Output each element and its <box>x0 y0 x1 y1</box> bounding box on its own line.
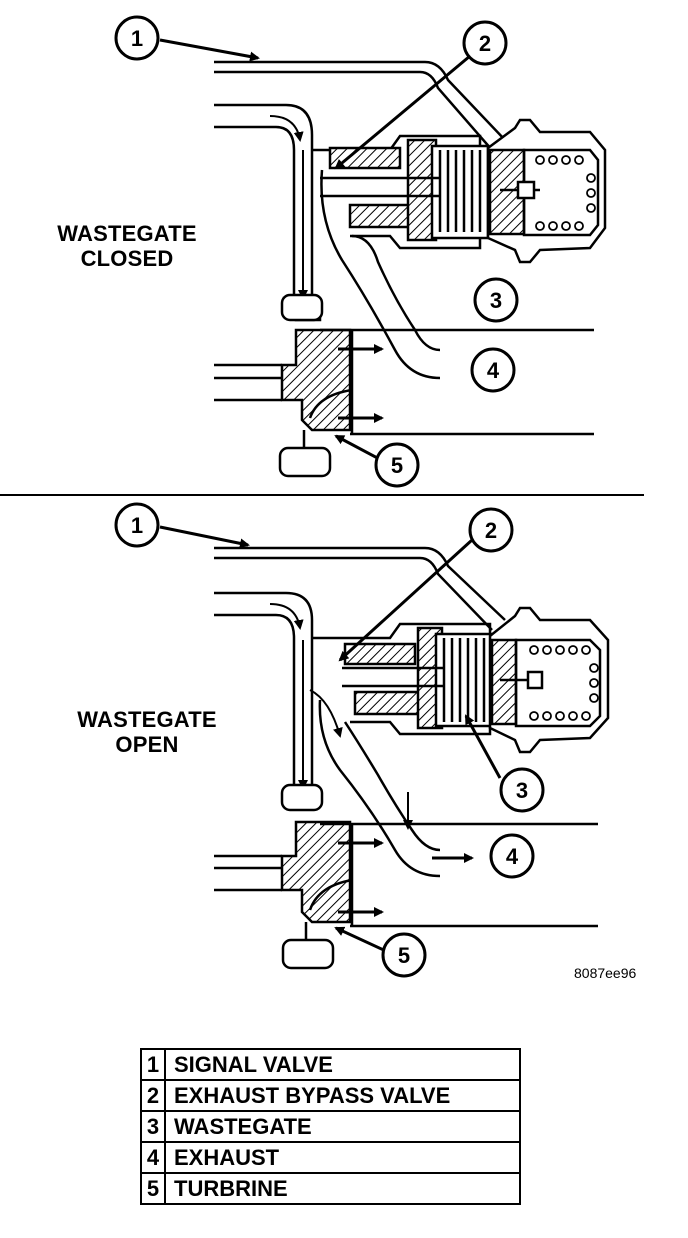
callout-2-closed: 2 <box>462 20 508 66</box>
legend-number: 4 <box>140 1141 166 1174</box>
legend-row: 1 SIGNAL VALVE <box>140 1048 521 1081</box>
wastegate-open-diagram <box>159 525 610 970</box>
legend-table: 1 SIGNAL VALVE 2 EXHAUST BYPASS VALVE 3 … <box>140 1048 521 1205</box>
callout-5-closed: 5 <box>374 442 420 488</box>
svg-text:5: 5 <box>398 943 410 968</box>
callout-3-closed: 3 <box>473 277 519 323</box>
callout-5-open: 5 <box>381 932 427 978</box>
legend-number: 3 <box>140 1110 166 1143</box>
svg-text:3: 3 <box>516 778 528 803</box>
svg-text:4: 4 <box>506 844 519 869</box>
svg-text:2: 2 <box>485 518 497 543</box>
legend-label: WASTEGATE <box>164 1110 521 1143</box>
callout-1-closed: 1 <box>114 15 160 61</box>
figure-id: 8087ee96 <box>574 965 637 981</box>
callout-4-open: 4 <box>489 833 535 879</box>
state-label-open: WASTEGATE OPEN <box>40 707 254 757</box>
callout-3-open: 3 <box>499 767 545 813</box>
svg-text:5: 5 <box>391 453 403 478</box>
svg-text:3: 3 <box>490 288 502 313</box>
legend-number: 2 <box>140 1079 166 1112</box>
svg-text:1: 1 <box>131 513 143 538</box>
state-label-open-line2: OPEN <box>115 732 179 757</box>
callout-2-open: 2 <box>468 507 514 553</box>
legend-label: SIGNAL VALVE <box>164 1048 521 1081</box>
state-label-closed: WASTEGATE CLOSED <box>20 221 234 271</box>
state-label-closed-line1: WASTEGATE <box>57 221 197 246</box>
legend-label: TURBRINE <box>164 1172 521 1205</box>
svg-text:4: 4 <box>487 358 500 383</box>
state-label-closed-line2: CLOSED <box>80 246 174 271</box>
state-label-open-line1: WASTEGATE <box>77 707 217 732</box>
callout-4-closed: 4 <box>470 347 516 393</box>
svg-text:2: 2 <box>479 31 491 56</box>
legend-row: 4 EXHAUST <box>140 1141 521 1174</box>
legend-label: EXHAUST <box>164 1141 521 1174</box>
legend-label: EXHAUST BYPASS VALVE <box>164 1079 521 1112</box>
legend-row: 5 TURBRINE <box>140 1172 521 1205</box>
legend-row: 2 EXHAUST BYPASS VALVE <box>140 1079 521 1112</box>
legend-number: 5 <box>140 1172 166 1205</box>
legend-row: 3 WASTEGATE <box>140 1110 521 1143</box>
svg-text:1: 1 <box>131 26 143 51</box>
callout-1-open: 1 <box>114 502 160 548</box>
wastegate-closed-diagram <box>159 38 607 478</box>
legend-number: 1 <box>140 1048 166 1081</box>
